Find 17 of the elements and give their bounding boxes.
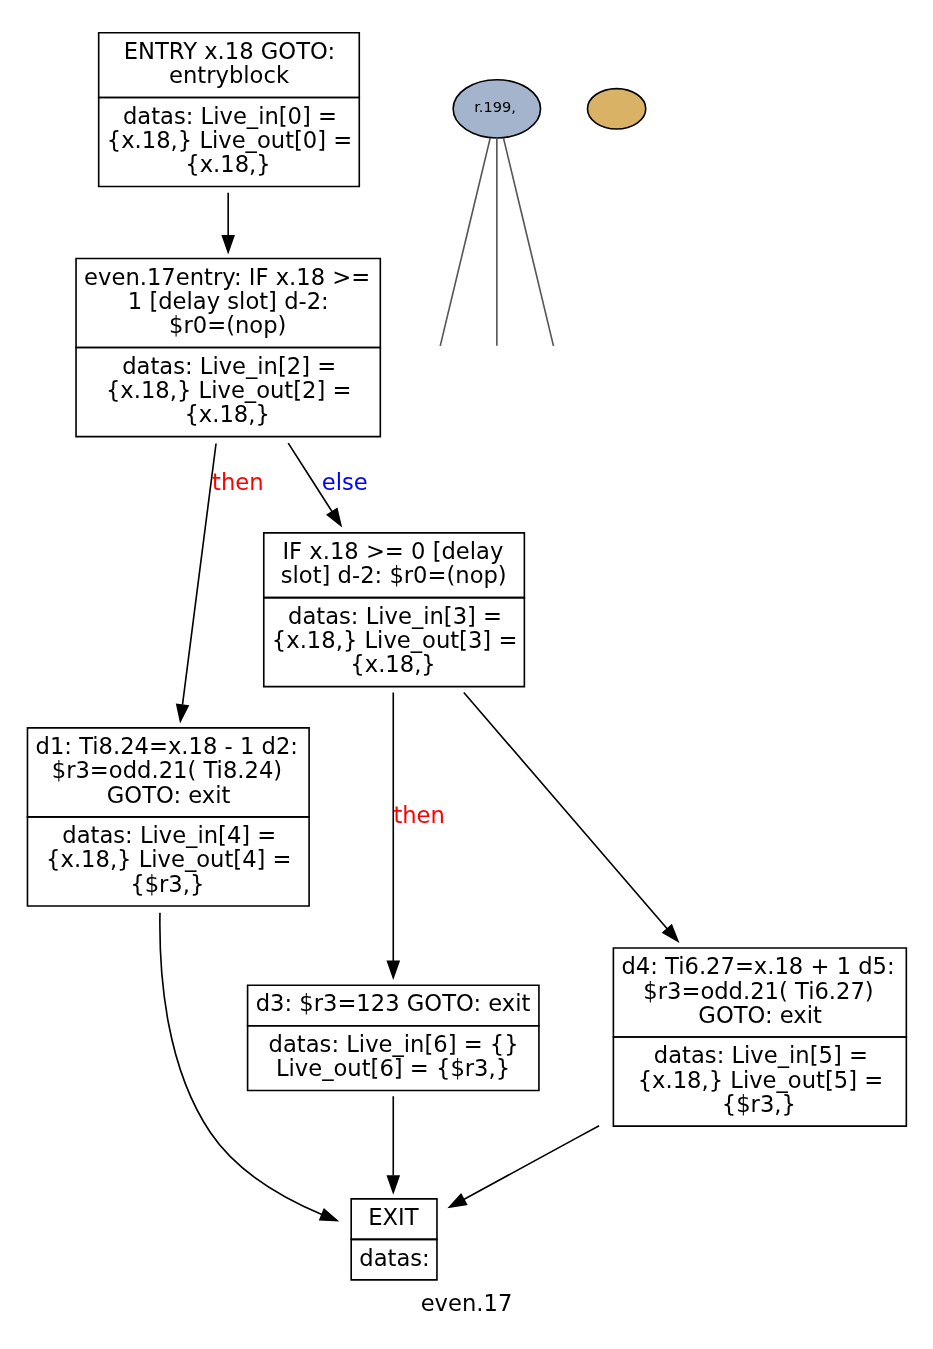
caption: even.17 [420, 1289, 513, 1316]
edge-label: then [212, 469, 264, 496]
arrow [463, 691, 680, 944]
node-ellipse: r.199, [452, 78, 542, 139]
connector [439, 137, 492, 347]
arrow [386, 691, 401, 981]
node-ellipse [586, 87, 647, 130]
edge-label: then [393, 801, 445, 828]
arrow [287, 442, 343, 528]
arrow [175, 442, 217, 724]
connector [496, 137, 498, 347]
connector [502, 137, 555, 347]
edge-label: else [321, 469, 368, 496]
arrow [159, 911, 340, 1222]
arrow [386, 1095, 401, 1195]
arrow [447, 1124, 600, 1209]
arrow [221, 192, 235, 255]
